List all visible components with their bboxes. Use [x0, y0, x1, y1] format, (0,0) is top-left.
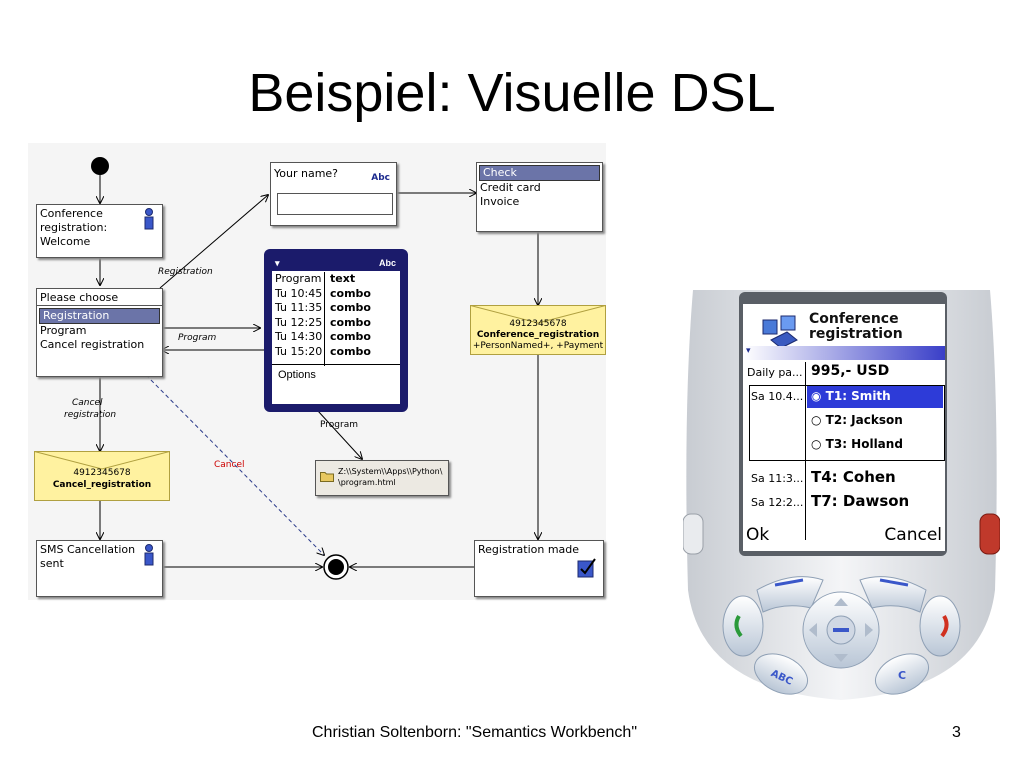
state-diagram: Registration Program Cancel registration…: [28, 143, 606, 600]
clear-key-label: C: [898, 669, 906, 682]
row-sa-11-left: Sa 11:3...: [751, 472, 804, 485]
signal-icon: ▾: [746, 346, 751, 356]
call-key[interactable]: [722, 595, 764, 657]
label-registration: Registration: [158, 267, 213, 277]
side-button-left[interactable]: [683, 513, 704, 555]
payment-item-credit-card[interactable]: Credit card: [480, 181, 541, 194]
program-abc-indicator: Abc: [378, 258, 396, 268]
abc-indicator: Abc: [371, 173, 390, 183]
choose-item-cancel[interactable]: Cancel registration: [40, 338, 145, 351]
conference-sms-envelope[interactable]: 4912345678 Conference_registration +Pers…: [470, 305, 606, 355]
edge-registration: [159, 195, 268, 289]
radio-icon: ○: [811, 437, 826, 451]
label-cancel-registration-2: registration: [64, 410, 116, 420]
left-softkey[interactable]: [756, 576, 824, 613]
dropdown-box[interactable]: [749, 385, 945, 461]
option-t1[interactable]: ◉ T1: Smith: [811, 389, 891, 403]
edge-cancel-dashed: [145, 374, 324, 555]
softkey-cancel[interactable]: Cancel: [884, 525, 942, 545]
file-path-line-2: \program.html: [338, 478, 396, 487]
registration-made-label: Registration made: [478, 543, 580, 556]
phone-header-line-2: registration: [809, 326, 903, 342]
payment-node[interactable]: Check Credit card Invoice: [476, 162, 603, 232]
welcome-line-3: Welcome: [40, 235, 91, 248]
softkey-ok[interactable]: Ok: [746, 525, 770, 545]
phone-screen: Conference registration ▾ Daily pa... 99…: [743, 304, 945, 551]
row-sa-11-right: T4: Cohen: [811, 468, 896, 486]
envelope-icon: [470, 305, 606, 355]
your-name-label: Your name?: [274, 167, 339, 180]
sms-sent-node[interactable]: SMS Cancellation sent: [36, 540, 163, 597]
cancel-sms-number: 4912345678: [73, 468, 131, 478]
file-path-line-1: Z:\\System\\Apps\\Python\: [338, 467, 443, 476]
start-node: [91, 157, 109, 175]
checkmark-icon: [577, 558, 596, 578]
row-daily-price: 995,- USD: [811, 363, 890, 379]
call-icon: [734, 614, 743, 638]
row-daily-left: Daily pa...: [747, 366, 803, 379]
hangup-icon: [940, 614, 949, 638]
radio-icon: ○: [811, 413, 826, 427]
row-sa-10-left: Sa 10.4...: [751, 390, 804, 403]
cancel-sms-name: Cancel_registration: [52, 480, 152, 490]
right-softkey[interactable]: [859, 576, 927, 613]
your-name-node[interactable]: Your name? Abc: [270, 162, 397, 226]
row-sa-12-right: T7: Dawson: [811, 492, 910, 510]
envelope-icon: [34, 451, 170, 501]
choose-item-registration[interactable]: Registration: [39, 308, 160, 324]
diagram-edges: Registration Program Cancel registration…: [64, 157, 606, 580]
hangup-key[interactable]: [919, 595, 961, 657]
option-t3[interactable]: ○ T3: Holland: [811, 437, 903, 451]
please-choose-node[interactable]: Please choose Registration Program Cance…: [36, 288, 163, 377]
folder-icon: [320, 472, 334, 482]
conf-sms-params: +PersonNamed+, +Payment: [472, 341, 604, 351]
please-choose-title: Please choose: [37, 291, 162, 306]
clear-key[interactable]: [869, 646, 935, 700]
program-options[interactable]: Options: [272, 363, 400, 381]
registration-made-node[interactable]: Registration made: [474, 540, 604, 597]
row-sa-12-left: Sa 12:2...: [751, 496, 804, 509]
selected-option-highlight: [807, 386, 943, 408]
label-cancel: Cancel: [214, 460, 245, 470]
edge-program-file: [317, 410, 362, 459]
footer-text: Christian Soltenborn: "Semantics Workben…: [312, 724, 637, 741]
conf-sms-name: Conference_registration: [476, 330, 600, 340]
option-t2[interactable]: ○ T2: Jackson: [811, 413, 903, 427]
page-number: 3: [952, 724, 961, 741]
welcome-line-1: Conference: [40, 207, 103, 220]
label-program-down: Program: [320, 420, 358, 430]
sms-sent-line-2: sent: [40, 557, 64, 570]
phone-screenshot: ABC C Conference registration ▾ Daily pa…: [683, 290, 1000, 700]
payment-item-check[interactable]: Check: [479, 165, 600, 181]
label-program: Program: [178, 333, 217, 343]
label-cancel-registration-1: Cancel: [72, 398, 103, 408]
conference-icon: [762, 315, 798, 349]
welcome-line-2: registration:: [40, 221, 108, 234]
sms-sent-line-1: SMS Cancellation: [40, 543, 136, 556]
name-input[interactable]: [277, 193, 393, 215]
radio-icon: ◉: [811, 389, 826, 403]
info-icon: [144, 544, 154, 566]
slide-title: Beispiel: Visuelle DSL: [248, 63, 776, 123]
info-icon: [144, 208, 154, 230]
program-screen-header: ▾ Abc: [272, 257, 400, 271]
phone-header-line-1: Conference: [809, 311, 899, 327]
welcome-node[interactable]: Conference registration: Welcome: [36, 204, 163, 258]
file-node[interactable]: Z:\\System\\Apps\\Python\ \program.html: [315, 460, 449, 496]
side-button-right[interactable]: [979, 513, 1000, 555]
cancel-sms-envelope[interactable]: 4912345678 Cancel_registration: [34, 451, 170, 501]
conf-sms-number: 4912345678: [509, 319, 567, 329]
choose-item-program[interactable]: Program: [40, 324, 87, 337]
payment-item-invoice[interactable]: Invoice: [480, 195, 520, 208]
abc-key[interactable]: [748, 646, 814, 700]
signal-icon: ▾: [275, 258, 280, 268]
